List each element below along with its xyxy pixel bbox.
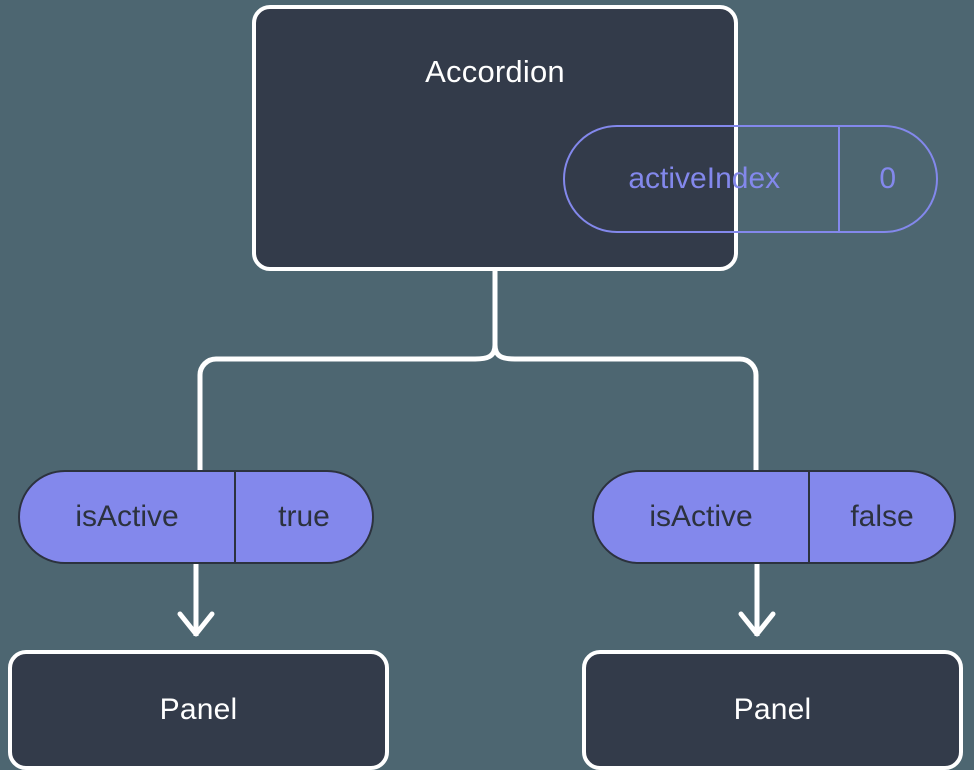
state-pill-key: activeIndex bbox=[628, 162, 781, 195]
prop-pill-isactive-false[interactable]: isActive false bbox=[592, 470, 956, 564]
state-pill-value: 0 bbox=[837, 127, 936, 231]
component-box-panel-right[interactable]: Panel bbox=[582, 650, 963, 770]
component-title-panel-right: Panel bbox=[733, 693, 812, 726]
component-title-accordion: Accordion bbox=[425, 54, 565, 89]
prop-pill-right-value: false bbox=[808, 472, 954, 562]
component-box-accordion[interactable]: Accordion activeIndex 0 bbox=[252, 5, 938, 271]
component-box-panel-left[interactable]: Panel bbox=[8, 650, 389, 770]
prop-pill-isactive-true[interactable]: isActive true bbox=[18, 470, 374, 564]
prop-pill-right-key: isActive bbox=[649, 500, 753, 533]
state-pill-activeindex[interactable]: activeIndex 0 bbox=[563, 125, 938, 233]
component-title-panel-left: Panel bbox=[159, 693, 238, 726]
prop-pill-left-value: true bbox=[234, 472, 372, 562]
prop-pill-left-key: isActive bbox=[75, 500, 179, 533]
